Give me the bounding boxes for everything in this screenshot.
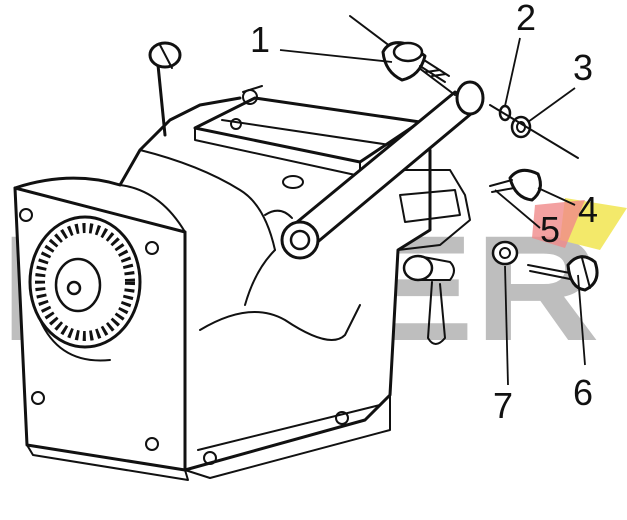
output-bearing (28, 215, 142, 362)
callout-4: 4 (578, 189, 598, 230)
logo-mark (532, 198, 627, 250)
shift-lever (264, 80, 485, 260)
part-1-adjusting-screw (349, 15, 456, 96)
shift-knob (148, 41, 182, 137)
callout-3: 3 (573, 47, 593, 88)
housing-body (183, 133, 432, 472)
flange-hole-1 (19, 208, 33, 222)
leader-2 (504, 37, 521, 107)
callout-2: 2 (516, 0, 536, 38)
leader-3 (527, 87, 576, 123)
flange-hole-2 (145, 241, 159, 255)
leader-7 (504, 265, 509, 386)
leader-1 (279, 49, 393, 63)
flange-hole-4 (145, 437, 159, 451)
callout-7: 7 (493, 385, 513, 426)
leader-6 (577, 274, 586, 366)
leader-5 (494, 189, 541, 229)
callout-5: 5 (540, 209, 560, 250)
leader-lines (279, 37, 586, 386)
flange-hole-3 (31, 391, 45, 405)
leader-4 (537, 187, 576, 206)
part-6-bolt (527, 255, 599, 292)
side-fitting (402, 254, 455, 345)
gearbox-housing (13, 85, 471, 481)
part-4-cap-screw (489, 168, 542, 202)
part-7-nut (491, 240, 519, 266)
callout-6: 6 (573, 372, 593, 413)
callout-1: 1 (250, 19, 270, 60)
